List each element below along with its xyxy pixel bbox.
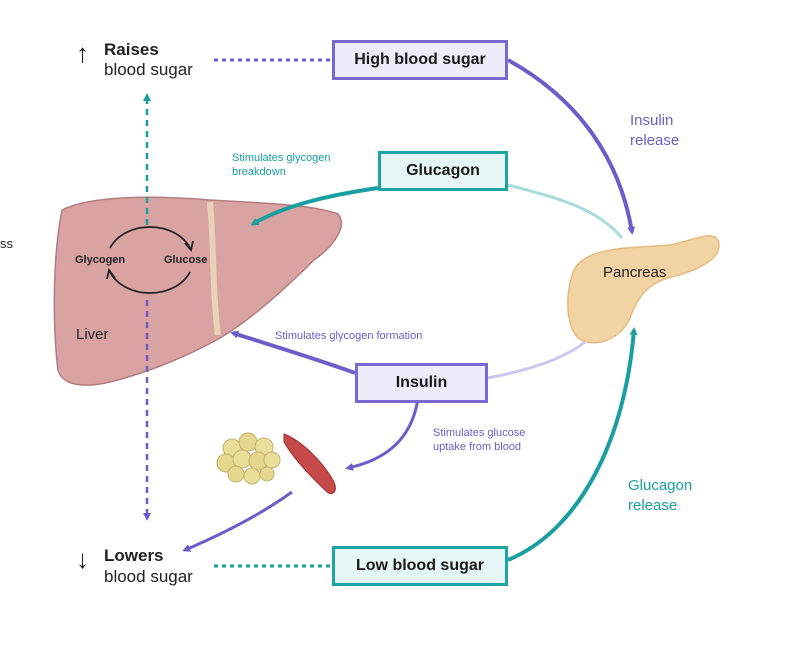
cycle-arrow-bottom bbox=[109, 271, 191, 294]
lowers-sub-label: blood sugar bbox=[104, 567, 193, 586]
low-blood-sugar-box: Low blood sugar bbox=[332, 546, 508, 586]
stim-uptake-line1: Stimulates glucose bbox=[433, 427, 526, 439]
glucagon-release-arrow bbox=[507, 327, 638, 562]
raises-label: Raises bbox=[104, 40, 159, 59]
tissue-to-lowers-arrow bbox=[182, 490, 293, 552]
insulin-release-arrow bbox=[507, 58, 636, 235]
liver-label: Liver bbox=[76, 326, 109, 343]
stim-breakdown-line1: Stimulates glycogen bbox=[232, 152, 331, 164]
cycle-arrow-top bbox=[109, 226, 191, 249]
pancreas-shape bbox=[567, 235, 720, 344]
stim-breakdown-line2: breakdown bbox=[232, 166, 286, 178]
down-arrow-icon: ↓ bbox=[76, 544, 89, 574]
margin-text: ss bbox=[0, 236, 13, 251]
insulin-to-liver-arrow bbox=[230, 330, 356, 375]
glucose-label: Glucose bbox=[164, 254, 208, 266]
fat-cells-icon bbox=[216, 432, 281, 485]
pancreas-insulin-link bbox=[487, 340, 586, 380]
stim-uptake-line2: uptake from blood bbox=[433, 441, 522, 453]
glucagon-release-line2: release bbox=[628, 497, 678, 514]
glucagon-to-liver-arrow bbox=[250, 186, 379, 226]
glucagon-release-line1: Glucagon bbox=[628, 477, 693, 494]
liver-lobe-line bbox=[207, 201, 221, 336]
pancreas-label: Pancreas bbox=[603, 264, 667, 281]
insulin-box: Insulin bbox=[355, 363, 488, 403]
pancreas-glucagon-link bbox=[507, 183, 624, 239]
insulin-to-tissue-arrow bbox=[345, 397, 420, 471]
glucagon-box: Glucagon bbox=[378, 151, 508, 191]
glycogen-label: Glycogen bbox=[75, 254, 126, 266]
high-blood-sugar-box: High blood sugar bbox=[332, 40, 508, 80]
insulin-release-line2: release bbox=[630, 132, 680, 149]
stim-formation-label: Stimulates glycogen formation bbox=[275, 330, 423, 342]
insulin-release-line1: Insulin bbox=[630, 112, 674, 129]
raises-sub-label: blood sugar bbox=[104, 60, 193, 79]
liver-shape bbox=[53, 196, 343, 386]
lowers-label: Lowers bbox=[104, 546, 164, 565]
up-arrow-icon: ↑ bbox=[76, 38, 89, 68]
muscle-icon bbox=[283, 433, 336, 495]
